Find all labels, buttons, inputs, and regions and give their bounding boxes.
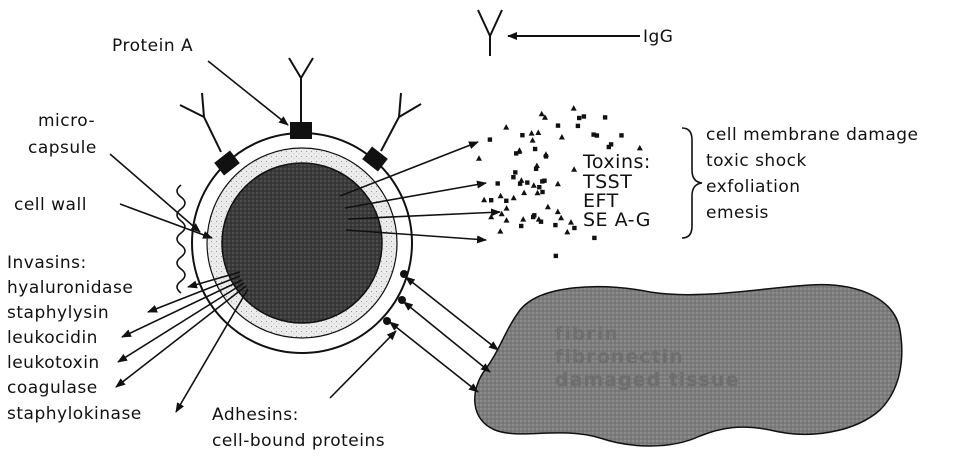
toxin-particle-triangle bbox=[564, 229, 570, 235]
invasin-coagulase: coagulase bbox=[7, 378, 98, 398]
toxin-particle-triangle bbox=[571, 105, 577, 111]
effect-emesis: emesis bbox=[706, 203, 769, 223]
toxin-particle-square bbox=[489, 198, 493, 202]
toxin-particle-triangle bbox=[511, 195, 517, 201]
toxin-particle-triangle bbox=[543, 151, 549, 157]
toxin-particle-triangle bbox=[535, 190, 541, 196]
toxin-particle-square bbox=[519, 224, 523, 228]
toxin-particle-square bbox=[572, 226, 576, 230]
toxin-particle-triangle bbox=[504, 217, 510, 223]
toxin-particle-triangle bbox=[535, 130, 541, 136]
toxin-particle-triangle bbox=[498, 193, 504, 199]
adhesins-title: Adhesins: bbox=[212, 405, 299, 425]
igg-y-top bbox=[289, 58, 313, 122]
invasin-arrows bbox=[116, 272, 248, 412]
microcapsule-arrow bbox=[110, 154, 200, 232]
protein-a-block-top bbox=[290, 122, 312, 139]
toxin-particle-square bbox=[534, 167, 538, 171]
host-tissue-blob bbox=[475, 285, 902, 446]
toxin-particle-square bbox=[582, 114, 586, 118]
protein-a-arrow bbox=[208, 61, 288, 125]
effect-toxic-shock: toxic shock bbox=[706, 151, 807, 171]
igg-legend-arm-right bbox=[490, 10, 502, 36]
host-damaged-tissue: damaged tissue bbox=[555, 369, 739, 391]
invasin-leukocidin: leukocidin bbox=[7, 328, 98, 348]
toxin-particle-square bbox=[518, 182, 522, 186]
invasin-leukotoxin: leukotoxin bbox=[7, 353, 100, 373]
toxin-particle-triangle bbox=[488, 214, 494, 220]
toxin-particle-triangle bbox=[555, 209, 561, 215]
toxin-particle-triangle bbox=[481, 197, 487, 203]
toxin-particle-triangle bbox=[555, 181, 561, 187]
toxins-title: Toxins: bbox=[582, 151, 651, 173]
capsule-wavy-line bbox=[177, 185, 185, 293]
toxin-particle-triangle bbox=[568, 219, 574, 225]
toxin-particle-square bbox=[525, 180, 529, 184]
igg-y-right bbox=[381, 93, 421, 151]
cell-wall-label: cell wall bbox=[14, 195, 87, 215]
toxin-particle-triangle bbox=[476, 155, 482, 161]
igg-legend-arm-left bbox=[478, 10, 490, 36]
toxin-particle-triangle bbox=[558, 215, 564, 221]
igg-y-left bbox=[180, 93, 221, 152]
toxin-se: SE A-G bbox=[583, 209, 651, 231]
cytoplasm-core bbox=[222, 163, 382, 323]
toxin-particle-triangle bbox=[521, 190, 527, 196]
toxin-particle-triangle bbox=[503, 124, 509, 130]
toxin-particle-triangle bbox=[536, 216, 542, 222]
toxin-particle-square bbox=[592, 236, 596, 240]
adhesins-subtitle: cell-bound proteins bbox=[212, 431, 385, 451]
toxin-particle-triangle bbox=[530, 137, 536, 143]
igg-legend bbox=[478, 10, 640, 56]
toxin-particle-square bbox=[577, 116, 581, 120]
toxin-particle-triangle bbox=[539, 111, 545, 117]
toxin-particle-square bbox=[553, 223, 557, 227]
effect-cell-membrane-damage: cell membrane damage bbox=[706, 125, 919, 145]
toxin-particle-square bbox=[532, 213, 536, 217]
toxin-particle-square bbox=[607, 145, 611, 149]
effects-brace bbox=[682, 128, 702, 238]
toxin-particle-square bbox=[533, 147, 537, 151]
toxin-particle-square bbox=[540, 179, 544, 183]
toxin-particle-triangle bbox=[520, 216, 526, 222]
toxin-particle-triangle bbox=[571, 166, 577, 172]
protein-a-label: Protein A bbox=[112, 36, 193, 56]
toxin-particle-square bbox=[591, 132, 595, 136]
toxin-particle-square bbox=[520, 133, 524, 137]
toxin-particle-square bbox=[513, 170, 517, 174]
toxin-particle-triangle bbox=[637, 145, 643, 151]
host-fibronectin: fibronectin bbox=[555, 346, 684, 368]
igg-label: IgG bbox=[643, 27, 673, 47]
toxin-particle-square bbox=[540, 190, 544, 194]
invasin-hyaluronidase: hyaluronidase bbox=[7, 278, 133, 298]
toxin-particle-triangle bbox=[529, 130, 535, 136]
effect-exfoliation: exfoliation bbox=[706, 177, 801, 197]
toxin-particle-triangle bbox=[504, 205, 510, 211]
toxin-particle-square bbox=[511, 175, 515, 179]
toxin-particle-square bbox=[556, 123, 560, 127]
toxin-particle-square bbox=[603, 115, 607, 119]
toxin-particle-square bbox=[504, 199, 508, 203]
toxin-particle-square bbox=[537, 185, 541, 189]
invasin-staphylokinase: staphylokinase bbox=[7, 404, 142, 424]
invasins-title: Invasins: bbox=[7, 253, 87, 273]
toxin-particle-square bbox=[554, 254, 558, 258]
toxin-particle-triangle bbox=[559, 134, 565, 140]
toxin-particle-square bbox=[619, 133, 623, 137]
microcapsule-label-line2: capsule bbox=[28, 138, 97, 158]
toxin-particle-triangle bbox=[545, 204, 551, 210]
microcapsule-label-line1: micro- bbox=[38, 111, 95, 131]
host-fibrin: fibrin bbox=[555, 323, 619, 345]
toxin-particle-triangle bbox=[531, 182, 537, 188]
toxin-particle-square bbox=[496, 181, 500, 185]
toxin-particle-square bbox=[488, 137, 492, 141]
toxin-particle-square bbox=[576, 124, 580, 128]
toxin-particle-triangle bbox=[497, 228, 503, 234]
invasin-staphylysin: staphylysin bbox=[7, 303, 109, 323]
